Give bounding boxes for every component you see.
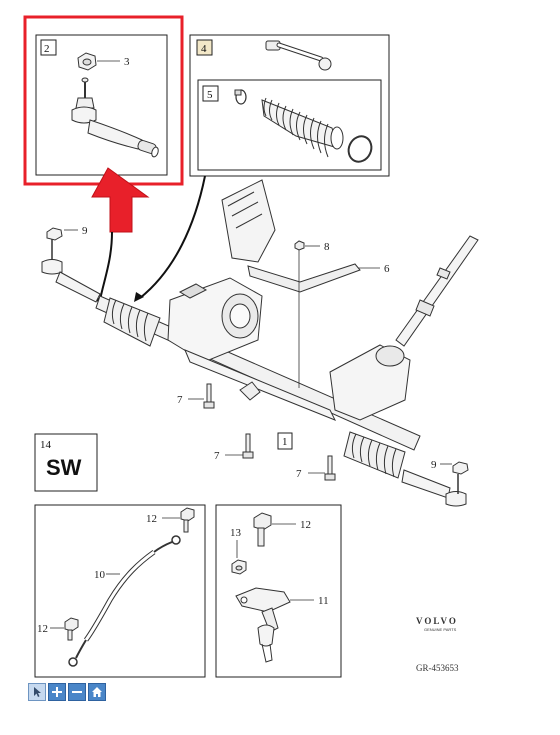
nut-part [77, 52, 97, 71]
callout-7-c: 7 [296, 468, 302, 480]
callout-7-a: 7 [177, 394, 183, 406]
pointer-tool-button[interactable] [28, 683, 46, 701]
left-tie-rod-end [41, 227, 101, 303]
zoom-in-button[interactable] [48, 683, 66, 701]
inner-tie-rod-part [265, 40, 332, 71]
callout-9-right: 9 [431, 459, 437, 471]
bolt-part [203, 383, 215, 409]
heat-shield-part [221, 179, 361, 293]
brand-tagline: GENUINE PARTS [424, 627, 457, 632]
detail-box-tie-rod-end[interactable]: 2 3 [23, 15, 184, 186]
arrowhead [134, 292, 144, 302]
minus-icon [72, 691, 82, 693]
callout-12-bottom: 12 [37, 623, 48, 635]
home-icon [92, 687, 102, 697]
nut-part [231, 559, 247, 575]
callout-13: 13 [230, 527, 242, 539]
bolt-part [324, 455, 336, 481]
box-number-4: 4 [201, 43, 207, 55]
callout-8: 8 [324, 241, 330, 253]
brand-block: VOLVO GENUINE PARTS GR-453653 [416, 616, 459, 673]
bracket-part [235, 587, 291, 663]
bellows-part [261, 97, 344, 158]
bolt-part [253, 512, 272, 547]
box-number-2: 2 [44, 43, 50, 55]
home-button[interactable] [88, 683, 106, 701]
bolt-part [242, 433, 254, 459]
diagram-code: GR-453653 [416, 663, 459, 673]
callout-9-left: 9 [82, 225, 88, 237]
detail-box-ground-cable[interactable]: 12 10 12 [34, 504, 206, 678]
callout-12-top: 12 [146, 513, 157, 525]
box-number-frame [40, 39, 57, 56]
box-number-5: 5 [207, 89, 213, 101]
steering-gear-assembly[interactable] [41, 179, 479, 507]
bolt-part [180, 507, 195, 533]
sw-label: SW [46, 455, 82, 480]
box-number-frame [277, 432, 293, 450]
leader-arrow [99, 231, 113, 301]
rack-housing [95, 277, 469, 507]
box-number-14: 14 [40, 439, 52, 451]
callout-3: 3 [124, 56, 130, 68]
highlight-arrow [91, 167, 150, 233]
bolt-part [64, 617, 79, 641]
callout-7-b: 7 [214, 450, 220, 462]
screw-part [294, 240, 305, 388]
callout-11: 11 [318, 595, 329, 607]
steering-wheel-side-box[interactable]: 14 SW [34, 433, 98, 492]
box-number-frame [202, 85, 219, 102]
box-number-1: 1 [282, 436, 288, 448]
viewer-toolbar [28, 683, 106, 701]
detail-box-bellows[interactable]: 4 5 [189, 34, 390, 177]
brand-logo: VOLVO [416, 616, 458, 626]
callout-12-right: 12 [300, 519, 311, 531]
leader-arrow [139, 175, 206, 299]
clamp-part [234, 89, 247, 105]
ground-cable-part [68, 535, 181, 667]
tie-rod-end-part [71, 77, 159, 158]
ring-part [347, 135, 373, 163]
box-number-frame [196, 39, 213, 56]
callout-10: 10 [94, 569, 106, 581]
detail-box-bracket[interactable]: 12 13 11 [215, 504, 342, 678]
zoom-out-button[interactable] [68, 683, 86, 701]
sub-box-frame [197, 79, 382, 171]
steering-shaft-part [395, 235, 479, 347]
pointer-icon [34, 687, 41, 697]
plus-icon [52, 687, 62, 697]
callout-6: 6 [384, 263, 390, 275]
